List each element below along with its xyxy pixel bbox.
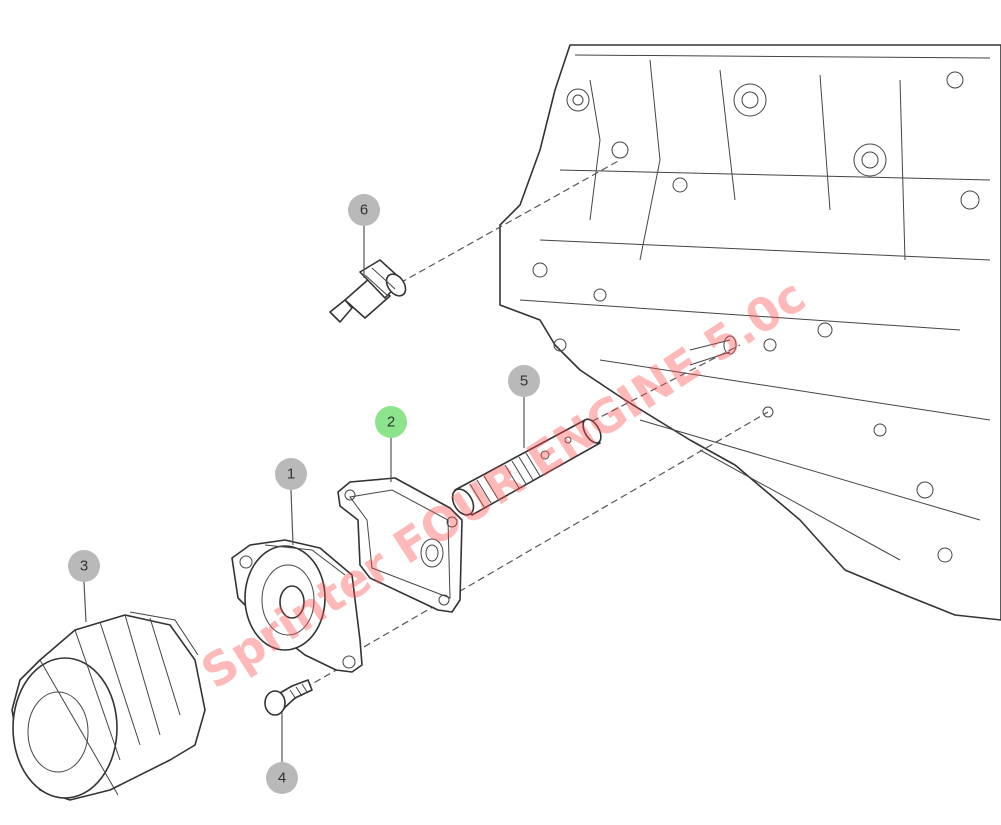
bolt <box>264 679 313 716</box>
callout-5[interactable]: 5 <box>508 365 540 397</box>
filter-housing <box>231 539 363 673</box>
callout-label: 1 <box>287 466 295 483</box>
callout-3[interactable]: 3 <box>68 550 100 582</box>
oil-filter <box>11 611 206 801</box>
callouts: 1 2 3 4 5 6 <box>68 194 540 794</box>
threaded-tube <box>451 418 602 516</box>
gasket <box>337 477 463 613</box>
callout-label: 5 <box>520 373 528 390</box>
callout-2[interactable]: 2 <box>375 406 407 438</box>
callout-6[interactable]: 6 <box>348 194 380 226</box>
callout-4[interactable]: 4 <box>266 762 298 794</box>
callout-label: 4 <box>278 770 286 787</box>
callout-leaders <box>83 226 525 762</box>
callout-label: 3 <box>80 558 88 575</box>
engine-block <box>499 44 1001 621</box>
callout-label: 6 <box>360 202 368 219</box>
callout-label: 2 <box>387 414 395 431</box>
oil-pressure-switch <box>329 259 407 323</box>
callout-1[interactable]: 1 <box>275 458 307 490</box>
